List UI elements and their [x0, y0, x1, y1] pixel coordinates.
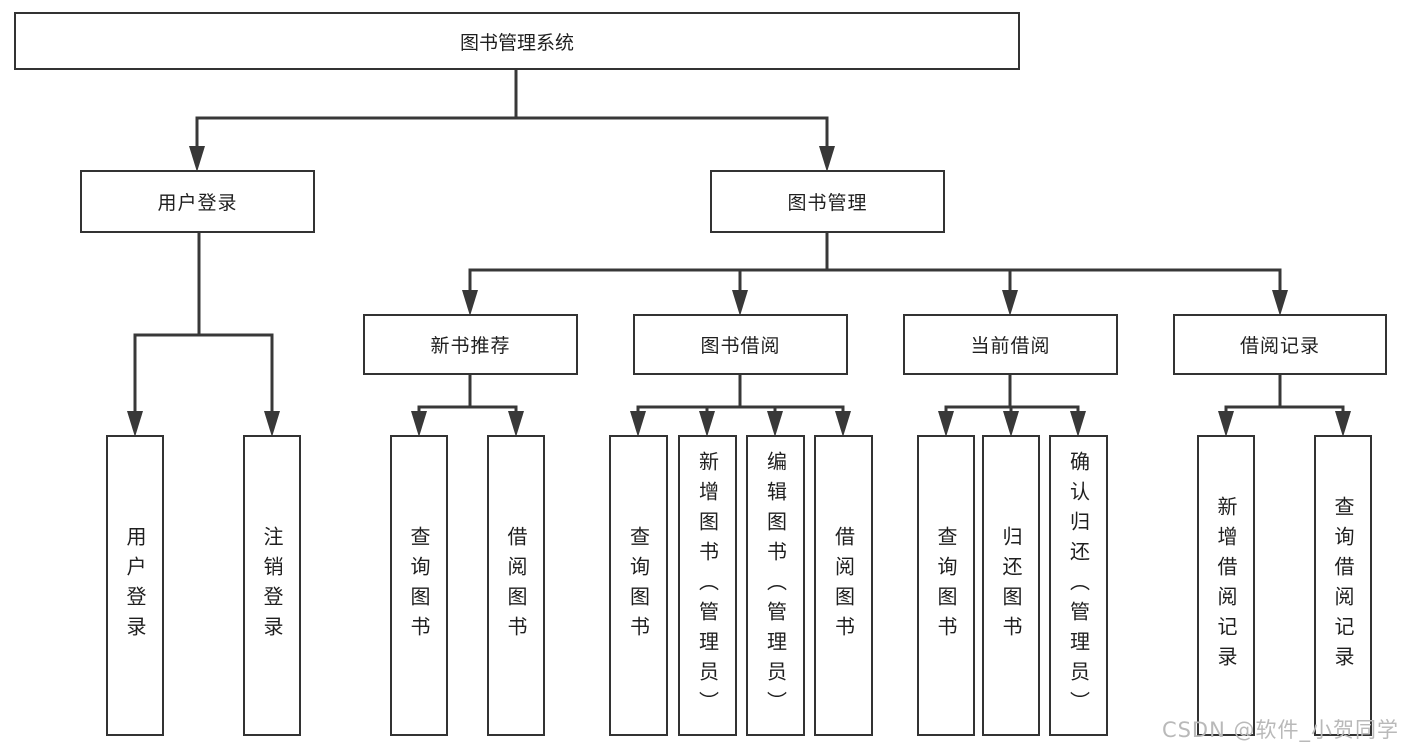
node-label: 新增图书（管理员） [695, 450, 720, 721]
node-leaf-query-books-1: 查询图书 [390, 435, 448, 736]
node-label: 确认归还（管理员） [1066, 450, 1091, 721]
node-label: 归还图书 [999, 525, 1023, 646]
node-label: 图书管理系统 [459, 31, 574, 54]
node-label: 用户登录 [123, 525, 147, 646]
node-book-borrowing: 图书借阅 [633, 314, 848, 375]
node-label: 查询图书 [407, 525, 431, 646]
node-leaf-borrow-books-2: 借阅图书 [814, 435, 873, 736]
node-borrow-records: 借阅记录 [1173, 314, 1387, 375]
node-label: 图书管理 [787, 192, 868, 214]
node-leaf-logout: 注销登录 [243, 435, 301, 736]
node-new-book-recommend: 新书推荐 [363, 314, 578, 375]
node-leaf-add-borrow-record: 新增借阅记录 [1197, 435, 1255, 736]
node-leaf-borrow-books-1: 借阅图书 [487, 435, 545, 736]
node-leaf-edit-books-admin: 编辑图书（管理员） [746, 435, 805, 736]
node-label: 借阅记录 [1239, 335, 1320, 357]
node-leaf-user-login: 用户登录 [106, 435, 164, 736]
node-current-borrowing: 当前借阅 [903, 314, 1118, 375]
node-leaf-query-borrow-record: 查询借阅记录 [1314, 435, 1372, 736]
node-label: 新书推荐 [430, 335, 511, 357]
node-label: 注销登录 [260, 525, 284, 646]
node-leaf-query-books-3: 查询图书 [917, 435, 975, 736]
node-label: 新增借阅记录 [1214, 495, 1238, 676]
node-label: 查询图书 [934, 525, 958, 646]
node-label: 查询借阅记录 [1331, 495, 1355, 676]
csdn-watermark: CSDN @软件_小贺同学 [1161, 718, 1399, 742]
node-label: 用户登录 [157, 192, 238, 214]
node-library-system: 图书管理系统 [14, 12, 1020, 70]
node-label: 编辑图书（管理员） [763, 450, 788, 721]
node-leaf-query-books-2: 查询图书 [609, 435, 668, 736]
node-book-management: 图书管理 [710, 170, 945, 233]
node-leaf-return-books: 归还图书 [982, 435, 1040, 736]
node-label: 图书借阅 [700, 335, 781, 357]
node-label: 当前借阅 [970, 335, 1051, 357]
node-label: 借阅图书 [504, 525, 528, 646]
node-label: 借阅图书 [831, 525, 856, 646]
node-leaf-add-books-admin: 新增图书（管理员） [678, 435, 737, 736]
node-leaf-confirm-return-admin: 确认归还（管理员） [1049, 435, 1108, 736]
node-label: 查询图书 [626, 525, 651, 646]
node-user-login: 用户登录 [80, 170, 315, 233]
